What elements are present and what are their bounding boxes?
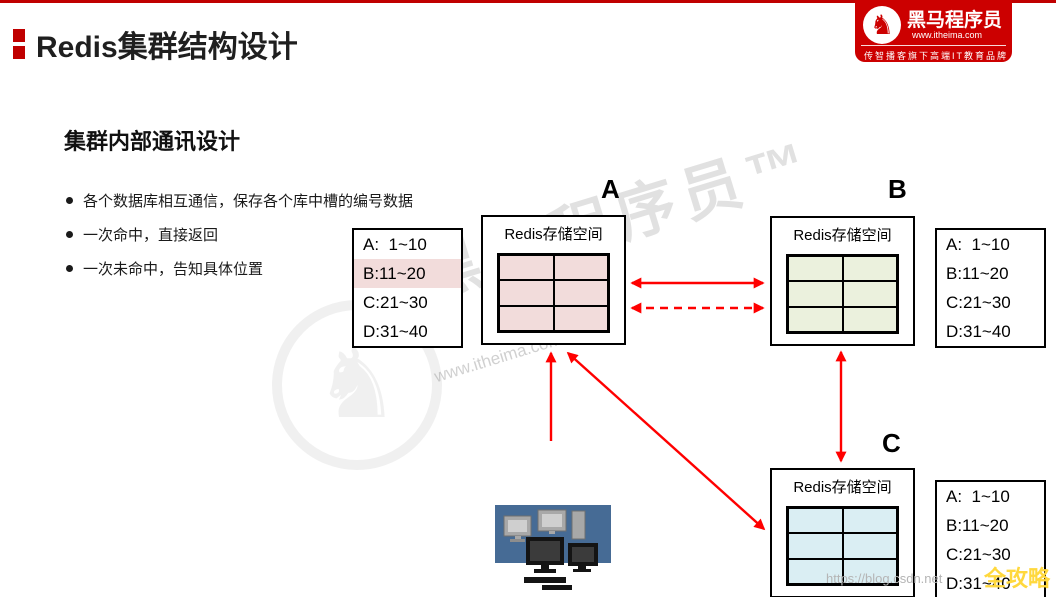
logo-brand-name: 黑马程序员 — [907, 10, 1003, 31]
page-title: Redis集群结构设计 — [36, 31, 298, 64]
slot-cell — [553, 280, 608, 306]
slot-cell — [553, 305, 608, 331]
slot-row-highlighted: B:11~20 — [354, 259, 461, 288]
slot-cell — [788, 508, 843, 534]
node-a-title: Redis存储空间 — [504, 226, 603, 243]
slot-table-b: A: 1~10 B:11~20 C:21~30 D:31~40 — [935, 228, 1046, 348]
slot-cell — [842, 533, 897, 559]
node-c-slot-grid — [786, 506, 899, 586]
node-c: Redis存储空间 — [770, 468, 915, 597]
slot-cell — [788, 533, 843, 559]
logo-site-url: www.itheima.com — [912, 30, 983, 40]
slot-row: A: 1~10 — [946, 487, 1010, 506]
brand-logo: ♞ 黑马程序员 www.itheima.com 传智播客旗下高端IT教育品牌 — [855, 0, 1012, 62]
bullet-item: 一次命中，直接返回 — [66, 224, 413, 245]
slot-cell — [788, 558, 843, 584]
slot-row: D:31~40 — [946, 322, 1011, 341]
node-a-label: A — [601, 174, 620, 204]
node-b-title: Redis存储空间 — [793, 227, 892, 244]
node-b: Redis存储空间 — [770, 216, 915, 346]
bullet-item: 各个数据库相互通信，保存各个库中槽的编号数据 — [66, 190, 413, 211]
slot-row: C:21~30 — [946, 545, 1011, 564]
slot-row: C:21~30 — [363, 293, 428, 312]
bullet-dot-icon — [66, 197, 73, 204]
slot-cell — [842, 281, 897, 307]
slot-cell — [788, 306, 843, 332]
client-computers-icon — [495, 505, 611, 590]
slot-cell — [842, 306, 897, 332]
slot-cell — [788, 281, 843, 307]
node-a-slot-grid — [497, 253, 610, 333]
node-a: Redis存储空间 — [481, 215, 626, 345]
slot-row: B:11~20 — [946, 516, 1009, 535]
bullet-dot-icon — [66, 231, 73, 238]
slot-table-a: A: 1~10 B:11~20 C:21~30 D:31~40 — [352, 228, 463, 348]
horse-logo-icon: ♞ — [863, 6, 901, 44]
bullet-item: 一次未命中，告知具体位置 — [66, 258, 413, 279]
node-b-label: B — [888, 174, 907, 204]
slot-table-c: A: 1~10 B:11~20 C:21~30 D:31~40 — [935, 480, 1046, 597]
slot-row: A: 1~10 — [363, 235, 427, 254]
slot-row: D:31~40 — [363, 322, 428, 341]
bullet-text: 各个数据库相互通信，保存各个库中槽的编号数据 — [83, 193, 414, 210]
logo-slogan: 传智播客旗下高端IT教育品牌 — [864, 51, 1008, 61]
logo-divider — [861, 45, 1006, 46]
bullet-text: 一次命中，直接返回 — [83, 227, 219, 244]
title-marker-icon — [13, 29, 25, 63]
slot-cell — [842, 508, 897, 534]
top-accent-rule — [0, 0, 1056, 3]
slot-row: D:31~40 — [946, 574, 1011, 593]
bullet-list: 各个数据库相互通信，保存各个库中槽的编号数据 一次命中，直接返回 一次未命中，告… — [66, 190, 413, 292]
slot-cell — [788, 256, 843, 282]
slot-cell — [553, 255, 608, 281]
slot-cell — [842, 256, 897, 282]
client-computers-image — [494, 503, 614, 597]
slot-cell — [499, 255, 554, 281]
slot-cell — [499, 280, 554, 306]
slot-row: B:11~20 — [946, 264, 1009, 283]
node-b-slot-grid — [786, 254, 899, 334]
node-c-title: Redis存储空间 — [793, 479, 892, 496]
slot-row: A: 1~10 — [946, 235, 1010, 254]
slot-cell — [499, 305, 554, 331]
slot-row: C:21~30 — [946, 293, 1011, 312]
bullet-dot-icon — [66, 265, 73, 272]
section-subtitle: 集群内部通讯设计 — [64, 129, 241, 154]
node-c-label: C — [882, 428, 901, 458]
slot-cell — [842, 558, 897, 584]
bullet-text: 一次未命中，告知具体位置 — [83, 261, 264, 278]
